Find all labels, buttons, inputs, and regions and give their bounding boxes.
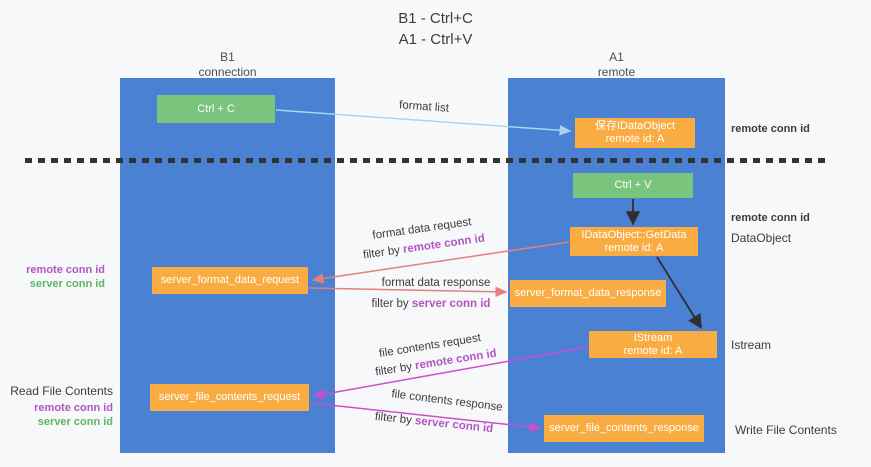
annot-dataobject: DataObject <box>731 231 792 245</box>
annot-left-mid-conn-ids: remote conn id server conn id <box>0 263 105 291</box>
lane-b1-title: B1 <box>220 50 235 64</box>
node-ctrl-c-label: Ctrl + C <box>197 102 235 115</box>
node-istream-line2: remote id: A <box>623 344 683 357</box>
node-server-file-contents-request: server_file_contents_request <box>150 384 309 411</box>
annot-left-server-conn-id-mid: server conn id <box>29 278 105 290</box>
lane-header-a1: A1 remote <box>508 50 725 80</box>
node-save-idataobject-line1: 保存IDataObject <box>594 120 676 132</box>
node-format-response-label: server_format_data_response <box>514 287 662 299</box>
filter-key-server-conn-id: server conn id <box>414 415 494 436</box>
filter-key-server-conn-id: server conn id <box>411 298 491 310</box>
node-idataobject-getdata: IDataObject::GetData remote id: A <box>570 227 698 256</box>
session-divider-dashed-line <box>25 158 831 163</box>
filter-prefix: filter by <box>374 360 417 379</box>
annot-left-remote-conn-id-bottom: remote conn id <box>34 402 113 414</box>
label-filter-format-response: filter by server conn id <box>372 298 491 310</box>
filter-prefix: filter by <box>374 410 416 427</box>
node-getdata-line1: IDataObject::GetData <box>581 228 687 241</box>
lane-a1-title: A1 <box>609 50 624 64</box>
annot-remote-conn-id-top: remote conn id <box>731 123 810 135</box>
annot-istream: Istream <box>731 338 772 352</box>
node-server-file-contents-response: server_file_contents_response <box>544 415 704 442</box>
annot-left-remote-conn-id-mid: remote conn id <box>26 264 105 276</box>
label-format-data-response: format data response <box>381 277 491 289</box>
node-getdata-line2: remote id: A <box>604 241 664 254</box>
title-line-1: B1 - Ctrl+C <box>398 10 473 27</box>
label-format-list: format list <box>398 99 450 115</box>
annot-read-file-contents: Read File Contents <box>10 384 113 398</box>
lane-a1-subtitle: remote <box>597 65 636 79</box>
lane-header-b1: B1 connection <box>120 50 335 80</box>
annot-left-bottom-block: Read File Contents remote conn id server… <box>0 384 113 429</box>
label-filter-file-response: filter by server conn id <box>374 411 493 435</box>
filter-prefix: filter by <box>371 298 412 310</box>
node-ctrl-v-label: Ctrl + V <box>614 179 652 191</box>
node-save-idataobject-line2: remote id: A <box>605 133 665 145</box>
lane-b1-subtitle: connection <box>198 65 257 79</box>
label-file-contents-response: file contents response <box>390 388 504 414</box>
annot-write-file-contents: Write File Contents <box>735 423 837 437</box>
node-ctrl-c: Ctrl + C <box>157 95 275 123</box>
node-server-format-data-response: server_format_data_response <box>510 280 666 307</box>
diagram-title: B1 - Ctrl+C A1 - Ctrl+V <box>0 8 871 50</box>
title-line-2: A1 - Ctrl+V <box>398 31 473 48</box>
node-istream: IStream remote id: A <box>589 331 717 358</box>
node-file-request-label: server_file_contents_request <box>158 391 301 403</box>
node-save-idataobject: 保存IDataObject remote id: A <box>575 118 695 148</box>
annot-remote-conn-id-mid: remote conn id <box>731 212 810 224</box>
node-format-request-label: server_format_data_request <box>160 274 300 286</box>
node-istream-line1: IStream <box>633 331 673 344</box>
annot-left-server-conn-id-bottom: server conn id <box>37 416 113 428</box>
node-file-response-label: server_file_contents_response <box>549 422 699 434</box>
node-ctrl-v: Ctrl + V <box>573 173 693 198</box>
node-server-format-data-request: server_format_data_request <box>152 267 308 294</box>
filter-prefix: filter by <box>362 243 404 262</box>
